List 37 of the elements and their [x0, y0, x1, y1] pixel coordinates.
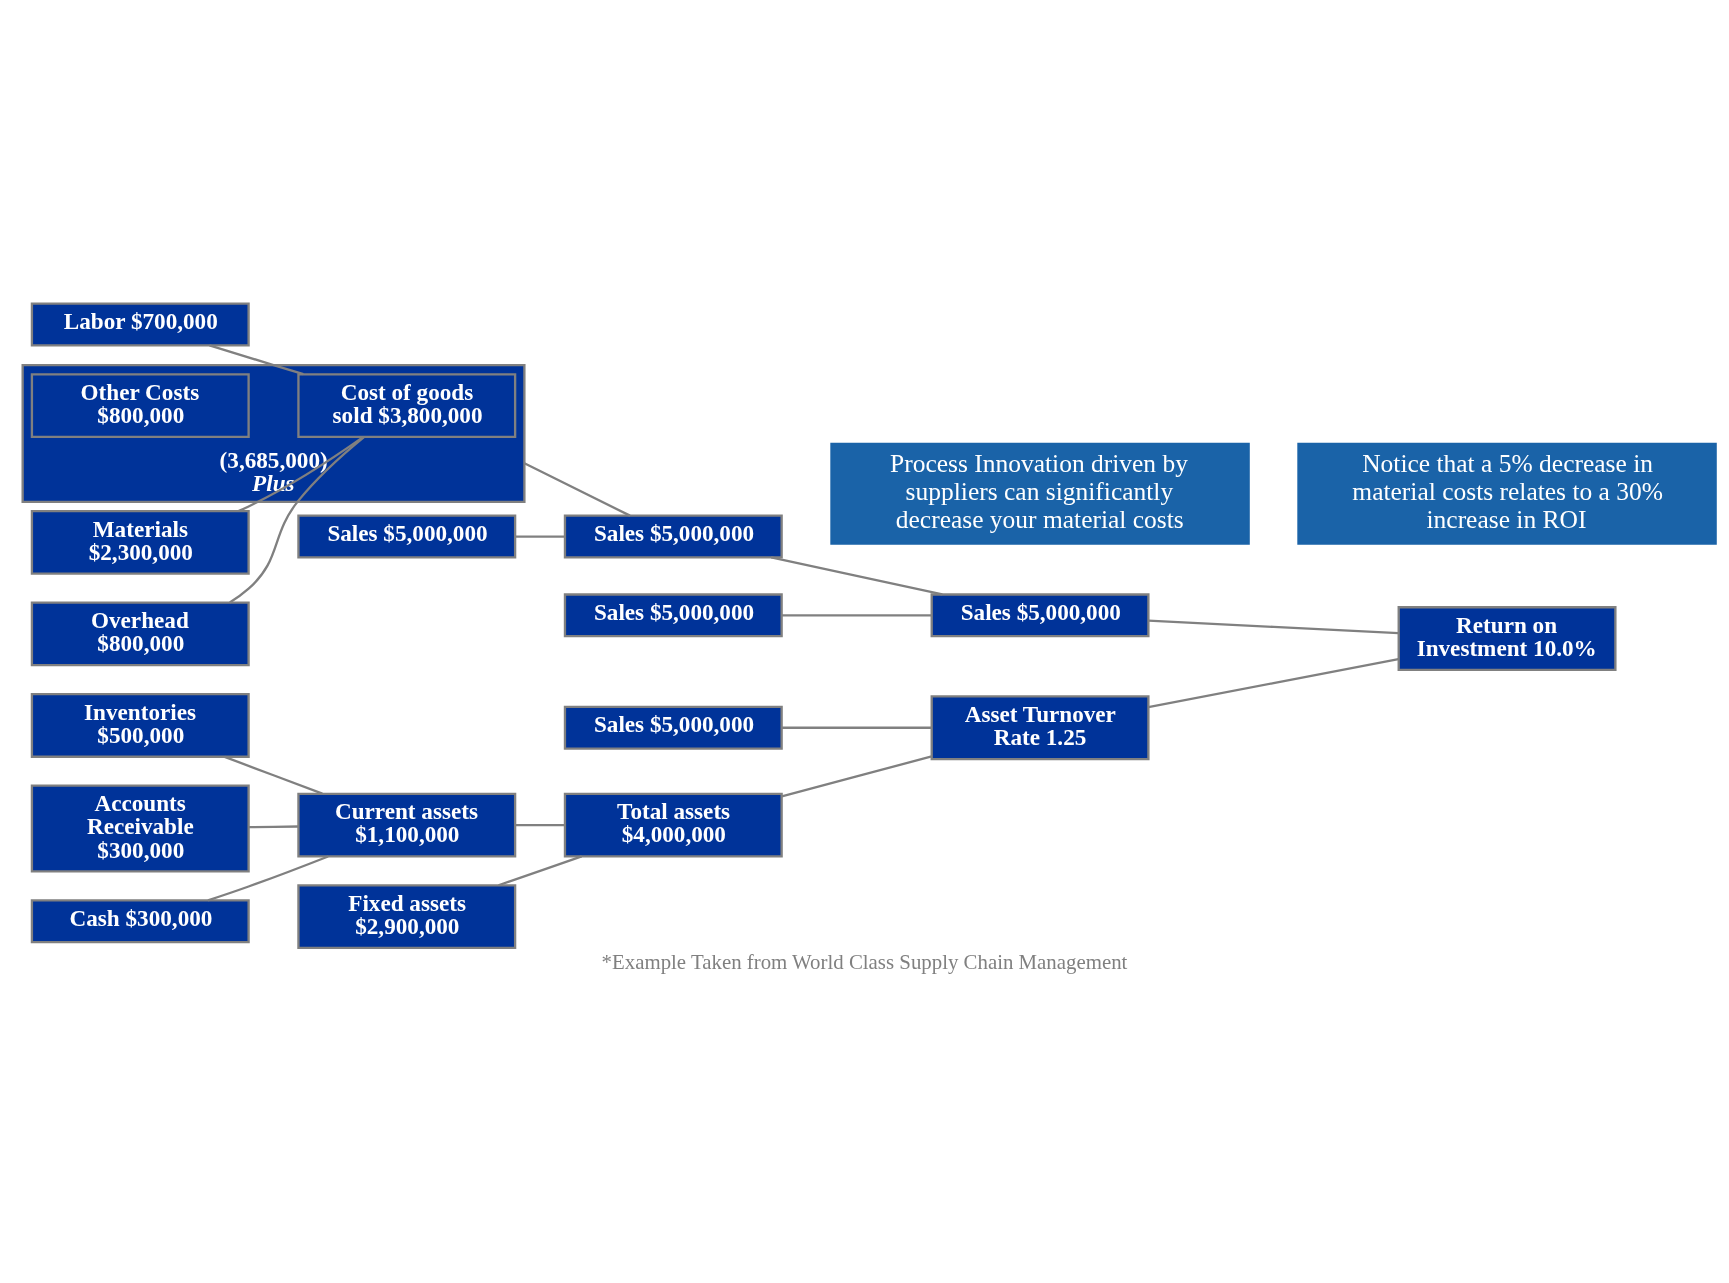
connector [515, 823, 565, 826]
node-box: Overhead $800,000 [30, 600, 250, 666]
node-box: Total assets $4,000,000 [563, 792, 783, 858]
node-box: Sales $5,000,000 [563, 514, 783, 559]
node-box: Accounts Receivable $300,000 [30, 784, 250, 873]
node-box: Cash $300,000 [30, 898, 250, 943]
node-box: Sales $5,000,000 [297, 514, 517, 559]
node-box: Return on Investment 10.0% [1397, 605, 1617, 671]
node-box: Process Innovation driven by suppliers can significantly decrease your material costs [830, 442, 1250, 545]
connector [224, 755, 323, 795]
connector [238, 435, 364, 512]
node-box: Sales $5,000,000 [563, 705, 783, 750]
node-box: Cost of goods sold $3,800,000 [297, 372, 517, 438]
connector [207, 854, 329, 901]
connector [523, 461, 631, 517]
connector [781, 754, 932, 798]
connector [498, 854, 583, 886]
node-box: Notice that a 5% decrease in material costs relates to a 30% increase in ROI [1297, 442, 1717, 545]
node-box: Sales $5,000,000 [930, 592, 1150, 637]
connector [1148, 657, 1399, 708]
connector [209, 343, 304, 375]
connector [248, 824, 299, 828]
node-box: Materials $2,300,000 [30, 509, 250, 575]
connector [781, 726, 932, 729]
node-box: Inventories $500,000 [30, 692, 250, 758]
caption: *Example Taken from World Class Supply Chain Management [601, 949, 1128, 974]
node-box: Current assets $1,100,000 [297, 792, 517, 858]
node-box: Labor $700,000 [30, 301, 250, 346]
connector [781, 613, 932, 616]
node-box: Fixed assets $2,900,000 [297, 883, 517, 949]
connector [229, 435, 365, 603]
node-box: Sales $5,000,000 [563, 592, 783, 637]
node-box: Other Costs $800,000 [30, 372, 250, 438]
connector [770, 555, 943, 596]
node-box: Asset Turnover Rate 1.25 [930, 694, 1150, 760]
connector [1148, 619, 1399, 634]
connector [515, 534, 565, 538]
